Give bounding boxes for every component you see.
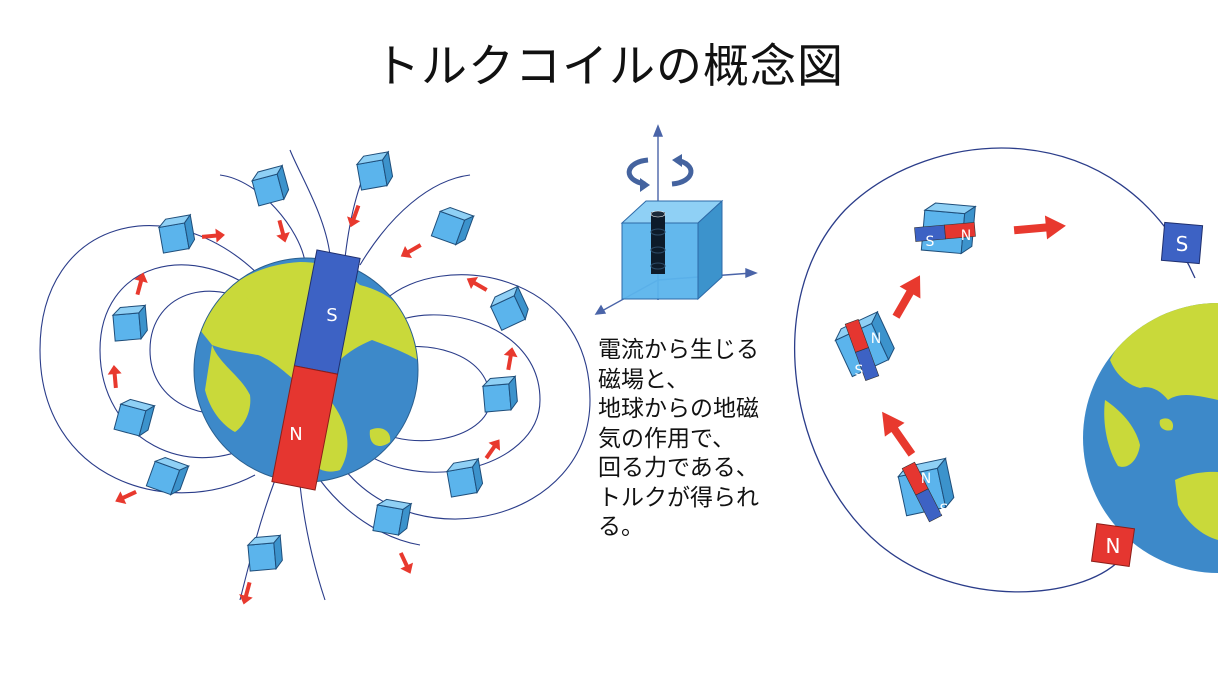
orbit-north-label: N xyxy=(1106,534,1121,558)
bar-magnet: S N xyxy=(271,249,361,491)
caption-line: 磁場と、 xyxy=(598,366,690,393)
mid-cube-south-label: S xyxy=(855,363,864,379)
magnet-south-label: S xyxy=(326,305,337,326)
left-cubes xyxy=(111,150,529,572)
magnet-north-label: N xyxy=(289,424,302,445)
right-compass-labels: S N N S N S xyxy=(855,228,972,518)
coil-cube xyxy=(620,199,724,301)
right-orbit xyxy=(794,147,1196,593)
right-arrows xyxy=(882,215,1066,457)
coil-winding xyxy=(650,210,666,274)
bottom-cube-south-label: S xyxy=(940,502,949,518)
caption-line: 地球からの地磁 xyxy=(598,396,759,422)
orbit-north-magnet xyxy=(1090,522,1136,568)
caption-line: 電流から生じる xyxy=(598,337,759,363)
orbit-south-magnet xyxy=(1160,221,1204,265)
right-earth xyxy=(1083,303,1218,573)
bottom-cube-north-label: N xyxy=(921,471,931,487)
coil-diagram xyxy=(594,124,758,315)
left-arrows xyxy=(107,204,518,605)
right-magnets: S N xyxy=(1090,221,1204,568)
caption-line: 気の作用で、 xyxy=(598,425,736,452)
caption-line: 回る力である、 xyxy=(598,455,759,481)
rotation-arrow-icon xyxy=(626,154,694,192)
right-compass-cubes xyxy=(834,202,977,523)
caption-line: る。 xyxy=(598,514,644,540)
top-cube-north-label: N xyxy=(961,228,971,244)
page-title: トルクコイルの概念図 xyxy=(374,39,844,93)
top-cube-south-label: S xyxy=(926,234,935,250)
mid-cube-north-label: N xyxy=(871,331,881,347)
caption-line: トルクが得られ xyxy=(598,484,759,511)
caption: 電流から生じる 磁場と、 地球からの地磁 気の作用で、 回る力である、 トルクが… xyxy=(598,336,798,543)
orbit-south-label: S xyxy=(1176,232,1189,256)
